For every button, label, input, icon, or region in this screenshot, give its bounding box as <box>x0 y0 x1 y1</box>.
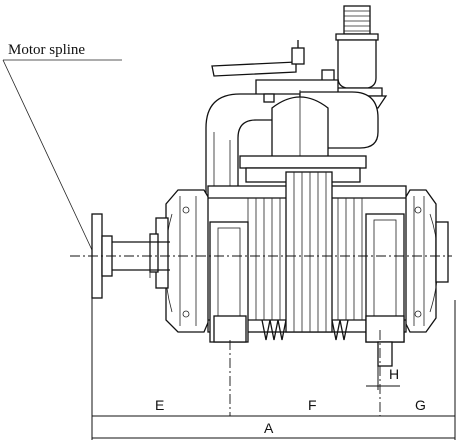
pump-housing <box>149 171 449 367</box>
dimension-h-label: H <box>389 366 399 382</box>
callout-leader <box>2 59 93 251</box>
motor-spline-label: Motor spline <box>8 42 85 58</box>
dimension-f-label: F <box>308 397 317 413</box>
dimension-lines <box>91 298 456 440</box>
shaft-assembly <box>70 213 452 299</box>
dimension-e-label: E <box>155 397 164 413</box>
dimension-g-label: G <box>415 397 426 413</box>
dimension-a-label: A <box>264 420 274 436</box>
